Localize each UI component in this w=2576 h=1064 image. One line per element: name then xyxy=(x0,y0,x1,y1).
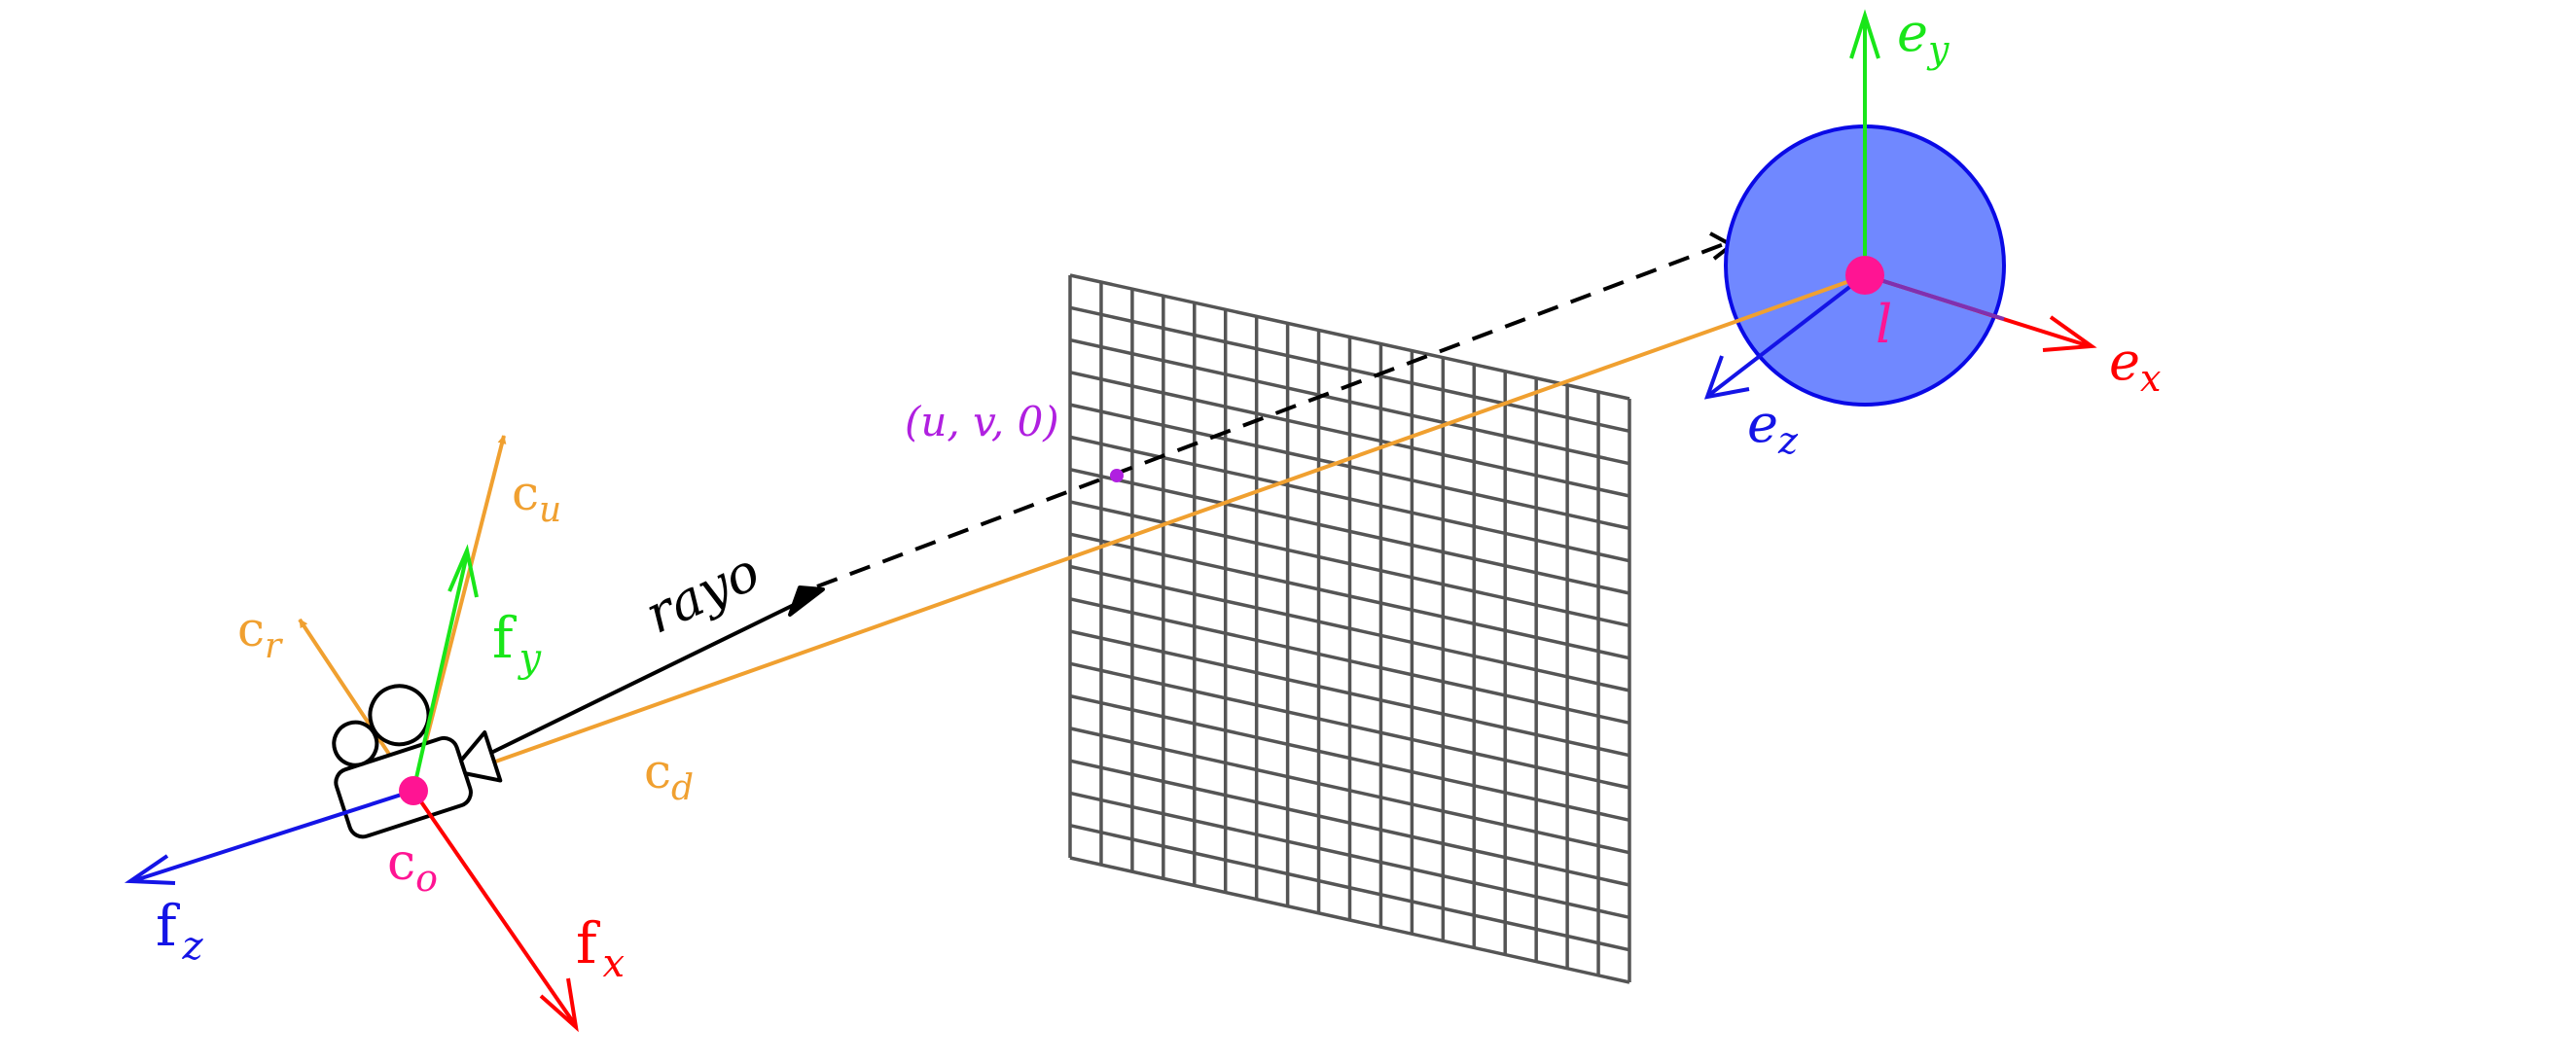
grid-row-line xyxy=(1069,661,1630,790)
camera-fx-axis xyxy=(411,789,576,1025)
grid-row-line xyxy=(1069,824,1630,952)
grid-row-line xyxy=(1069,856,1630,984)
grid-row-line xyxy=(1069,727,1630,855)
grid-row-line xyxy=(1069,403,1630,531)
ray-dashed-line xyxy=(816,239,1733,588)
camera-origin-point xyxy=(399,776,428,805)
label-ex: ex xyxy=(2109,331,2161,400)
grid-row-line xyxy=(1069,597,1630,726)
grid-row-line xyxy=(1069,629,1630,758)
camera-to-light-vector xyxy=(412,276,1859,793)
sphere-ez-axis xyxy=(1707,273,1867,397)
image-plane-grid xyxy=(1068,273,1631,984)
pixel-point xyxy=(1110,469,1124,482)
grid-row-line xyxy=(1069,467,1630,595)
camera-fx-arrowhead xyxy=(539,977,579,1033)
label-light: l xyxy=(1876,294,1892,355)
grid-row-line xyxy=(1069,791,1630,920)
grid-row-line xyxy=(1069,564,1630,692)
camera-fz-arrowhead xyxy=(124,854,176,885)
label-co: co xyxy=(387,833,438,900)
camera-fy-axis xyxy=(411,553,469,792)
label-cd: cd xyxy=(644,743,694,808)
ray-arrowhead xyxy=(788,585,825,617)
grid-row-line xyxy=(1069,500,1630,628)
sphere-ez-arrowhead xyxy=(1703,355,1750,400)
grid-row-line xyxy=(1069,337,1630,466)
label-cu: cu xyxy=(512,465,561,530)
label-cr: cr xyxy=(237,601,283,666)
grid-row-line xyxy=(1069,273,1630,401)
label-rayo: rayo xyxy=(636,541,769,646)
label-uv0: (u, v, 0) xyxy=(905,398,1059,445)
grid-row-line xyxy=(1069,693,1630,823)
grid-row-line xyxy=(1069,532,1630,660)
label-ez: ez xyxy=(1747,393,1799,462)
camera-fz-axis xyxy=(131,789,414,883)
sphere-ex-axis-inside xyxy=(1864,273,2005,321)
grid-row-line xyxy=(1069,305,1630,434)
camera-fy-arrowhead xyxy=(447,544,479,598)
grid-row-line xyxy=(1069,759,1630,887)
sphere-ey-arrowhead xyxy=(1849,9,1880,59)
label-ey: ey xyxy=(1897,2,1950,71)
light-center-point xyxy=(1845,256,1884,295)
sphere-ex-arrowhead xyxy=(2042,315,2097,352)
grid-row-line xyxy=(1069,371,1630,498)
